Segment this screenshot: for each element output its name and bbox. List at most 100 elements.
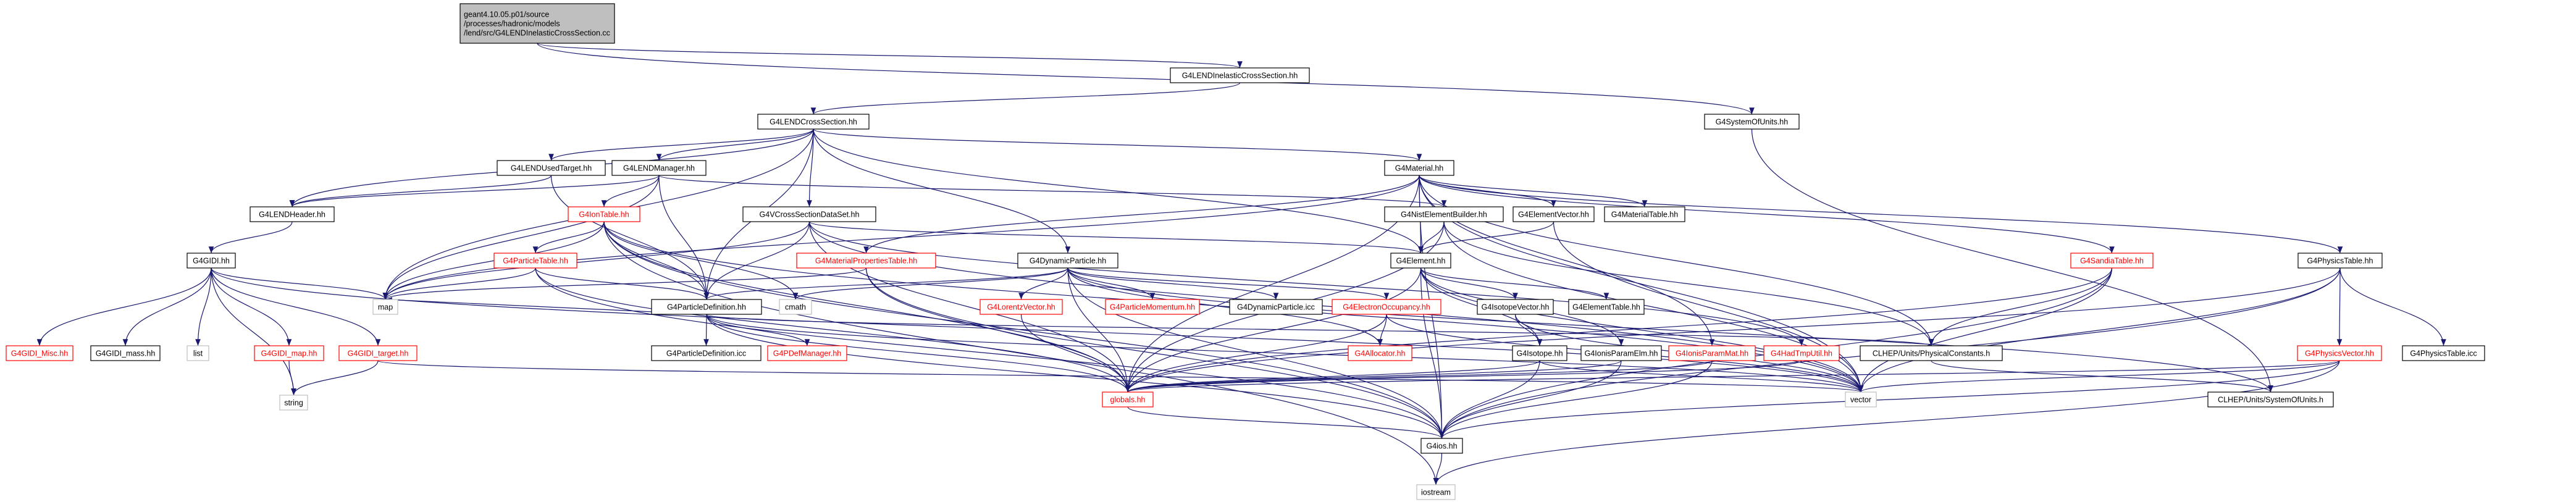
- node-g4hadtmputil-hh[interactable]: G4HadTmpUtil.hh: [1763, 345, 1840, 361]
- edge: [1858, 267, 2341, 393]
- edge-gidi-to-list: [195, 267, 212, 346]
- node-clhep-units-systemofunits-h[interactable]: CLHEP/Units/SystemOfUnits.h: [2207, 391, 2334, 408]
- node-g4element-hh[interactable]: G4Element.hh: [1390, 253, 1451, 269]
- node-g4physicstable-hh[interactable]: G4PhysicsTable.hh: [2297, 253, 2383, 269]
- edge-eocc-to-globals: [1125, 314, 1387, 393]
- node-g4materialpropertiestable-hh[interactable]: G4MaterialPropertiesTable.hh: [796, 253, 936, 269]
- edge: [865, 267, 1445, 439]
- node-box: [1102, 391, 1154, 408]
- node-g4vcrosssectiondataset-hh[interactable]: G4VCrossSectionDataSet.hh: [742, 206, 876, 222]
- node-g4materialtable-hh[interactable]: G4MaterialTable.hh: [1604, 206, 1685, 222]
- edge-material-to-mattable: [1419, 175, 1648, 207]
- node-g4gidi-misc-hh[interactable]: G4GIDI_Misc.hh: [6, 345, 73, 361]
- node-label: G4DynamicParticle.icc: [1237, 303, 1315, 312]
- edge-element-to-isovec: [1420, 267, 1518, 300]
- edge: [1067, 267, 1279, 300]
- edge-isotope-to-g4ios: [1439, 360, 1540, 439]
- node-box: [796, 253, 936, 269]
- edge: [1751, 128, 2273, 393]
- node-g4particletable-hh[interactable]: G4ParticleTable.hh: [493, 253, 577, 269]
- edge-root-to-sysunits: [537, 43, 1755, 115]
- node-g4isotopevector-hh[interactable]: G4IsotopeVector.hh: [1477, 299, 1554, 315]
- node-box: [651, 345, 761, 361]
- edge: [808, 221, 1131, 393]
- edge: [1439, 360, 1713, 439]
- node-g4lendusedtarget-hh[interactable]: G4LENDUsedTarget.hh: [497, 160, 606, 176]
- edge-dynpart-to-partdef: [703, 267, 1068, 300]
- node-box: [6, 345, 73, 361]
- node-label: G4ParticleDefinition.hh: [667, 303, 746, 312]
- node-label: G4ElementVector.hh: [1518, 211, 1589, 219]
- edge-sandia-to-globals: [1125, 267, 2113, 393]
- node-label: G4MaterialTable.hh: [1611, 211, 1678, 219]
- node-g4lendcrosssection-hh[interactable]: G4LENDCrossSection.hh: [757, 114, 870, 130]
- node-g4allocator-hh[interactable]: G4Allocator.hh: [1348, 345, 1412, 361]
- node-g4gidi-target-hh[interactable]: G4GIDI_target.hh: [338, 345, 417, 361]
- node-box: [90, 345, 161, 361]
- node-label: G4Material.hh: [1395, 164, 1444, 173]
- node-g4physicsvector-hh[interactable]: G4PhysicsVector.hh: [2297, 345, 2382, 361]
- node-g4isotope-hh[interactable]: G4Isotope.hh: [1512, 345, 1567, 361]
- node-g4elementtable-hh[interactable]: G4ElementTable.hh: [1568, 299, 1645, 315]
- edge-lendmgr-to-lendheader: [289, 175, 660, 207]
- edge-vcsds-to-map: [382, 221, 810, 300]
- node-g4lorentzvector-hh[interactable]: G4LorentzVector.hh: [980, 299, 1063, 315]
- node-box: [980, 299, 1063, 315]
- node-g4lendheader-hh[interactable]: G4LENDHeader.hh: [250, 206, 335, 222]
- node-lend-src-g4lendinelasticcrosssection-cc[interactable]: geant4.10.05.p01/source/processes/hadron…: [459, 3, 615, 44]
- node-g4systemofunits-hh[interactable]: G4SystemOfUnits.hh: [1704, 114, 1800, 130]
- node-g4gidi-map-hh[interactable]: G4GIDI_map.hh: [254, 345, 324, 361]
- edge: [658, 175, 1446, 207]
- node-label: /processes/hadronic/models: [464, 20, 560, 28]
- node-label: G4Element.hh: [1396, 257, 1446, 266]
- node-box: [1512, 345, 1567, 361]
- edge: [288, 360, 296, 396]
- node-g4gidi-hh[interactable]: G4GIDI.hh: [187, 253, 236, 269]
- node-g4particlemomentum-hh[interactable]: G4ParticleMomentum.hh: [1105, 299, 1200, 315]
- node-g4lendinelasticcrosssection-hh[interactable]: G4LENDInelasticCrossSection.hh: [1170, 67, 1310, 83]
- node-g4gidi-mass-hh[interactable]: G4GIDI_mass.hh: [90, 345, 161, 361]
- edge-lendused-to-lendheader: [289, 175, 552, 207]
- node-g4pdefmanager-hh[interactable]: G4PDefManager.hh: [767, 345, 847, 361]
- node-g4electronoccupancy-hh[interactable]: G4ElectronOccupancy.hh: [1332, 299, 1441, 315]
- edge-material-to-ionmat: [1419, 175, 1715, 346]
- node-g4iontable-hh[interactable]: G4IonTable.hh: [568, 206, 640, 222]
- node-g4lendmanager-hh[interactable]: G4LENDManager.hh: [611, 160, 707, 176]
- node-clhep-units-physicalconstants-h[interactable]: CLHEP/Units/PhysicalConstants.h: [1860, 345, 2003, 361]
- node-g4particledefinition-hh[interactable]: G4ParticleDefinition.hh: [651, 299, 762, 315]
- node-g4elementvector-hh[interactable]: G4ElementVector.hh: [1512, 206, 1595, 222]
- node-box: [1845, 391, 1877, 408]
- node-box: [1105, 299, 1200, 315]
- edge: [1377, 314, 1387, 346]
- node-g4ionisparammat-hh[interactable]: G4IonisParamMat.hh: [1668, 345, 1756, 361]
- node-g4sandiatable-hh[interactable]: G4SandiaTable.hh: [2070, 253, 2154, 269]
- node-g4nistelementbuilder-hh[interactable]: G4NistElementBuilder.hh: [1384, 206, 1504, 222]
- node-box: [1668, 345, 1756, 361]
- node-label: G4ElementTable.hh: [1572, 303, 1640, 312]
- node-label: CLHEP/Units/SystemOfUnits.h: [2218, 396, 2323, 404]
- edge: [706, 314, 1934, 346]
- edge-gidit-to-string: [291, 360, 379, 396]
- node-g4dynamicparticle-hh[interactable]: G4DynamicParticle.hh: [1017, 253, 1118, 269]
- node-g4ionisparamelm-hh[interactable]: G4IonisParamElm.hh: [1580, 345, 1662, 361]
- node-g4dynamicparticle-icc[interactable]: G4DynamicParticle.icc: [1229, 299, 1323, 315]
- node-box: [1420, 438, 1463, 454]
- edge-vcsds-to-partdef: [703, 221, 810, 300]
- node-g4physicstable-icc[interactable]: G4PhysicsTable.icc: [2402, 345, 2485, 361]
- node-g4particledefinition-icc[interactable]: G4ParticleDefinition.icc: [651, 345, 761, 361]
- edge: [382, 175, 1420, 300]
- edge-dynpart-to-allocator: [1067, 267, 1383, 346]
- node-label: G4GIDI_target.hh: [348, 349, 409, 358]
- edge: [1858, 267, 2113, 393]
- node-box: [1477, 299, 1554, 315]
- edge: [291, 360, 379, 396]
- edge: [813, 128, 1424, 254]
- node-box: [497, 160, 606, 176]
- edge: [1420, 267, 1609, 300]
- edge: [1419, 175, 2115, 254]
- node-g4material-hh[interactable]: G4Material.hh: [1384, 160, 1454, 176]
- node-g4ios-hh[interactable]: G4ios.hh: [1420, 438, 1463, 454]
- node-globals-hh[interactable]: globals.hh: [1102, 391, 1154, 408]
- edge: [1928, 267, 2113, 346]
- node-box: [1568, 299, 1645, 315]
